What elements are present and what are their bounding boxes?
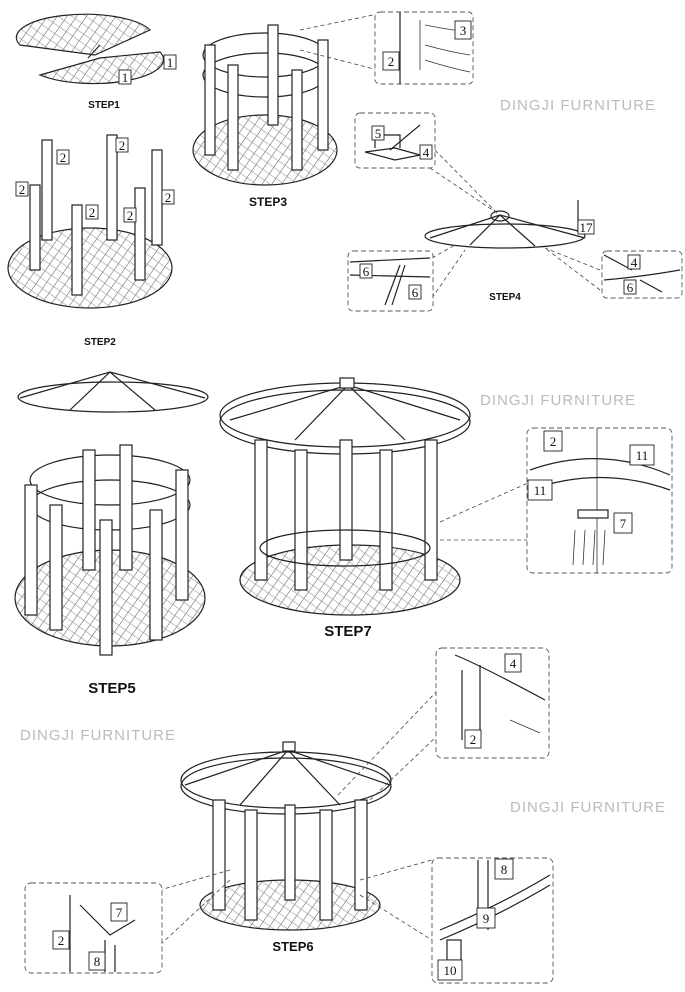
part-label-4: 4 [627, 254, 641, 270]
svg-text:5: 5 [375, 126, 382, 141]
part-label-8: 8 [88, 951, 106, 971]
part-label-2: 2 [382, 51, 400, 71]
step6-detail-left: 7 2 8 [24, 882, 163, 974]
svg-text:2: 2 [388, 54, 395, 69]
step4-title: STEP4 [489, 292, 521, 303]
part-label-1: 1 [118, 69, 132, 85]
step6-detail-top: 4 2 [435, 647, 550, 759]
step1-floor-halves: 1 1 STEP1 [15, 13, 177, 111]
part-label-6: 6 [359, 263, 373, 279]
part-label-3: 3 [454, 20, 472, 40]
svg-text:4: 4 [423, 145, 430, 160]
step7-title: STEP7 [324, 623, 372, 640]
svg-text:2: 2 [60, 150, 67, 165]
part-label-7: 7 [613, 512, 633, 534]
part-label-17: 17 [577, 219, 595, 235]
part-label-4: 4 [504, 653, 522, 673]
svg-text:10: 10 [444, 963, 457, 978]
svg-text:7: 7 [116, 905, 123, 920]
svg-text:7: 7 [620, 516, 627, 531]
svg-text:2: 2 [19, 182, 26, 197]
part-label-2: 2 [543, 430, 563, 452]
svg-text:4: 4 [510, 656, 517, 671]
part-label-2: 2 [15, 181, 29, 197]
svg-text:2: 2 [58, 933, 65, 948]
step7-detail-box: 2 11 11 7 [526, 427, 673, 574]
svg-text:1: 1 [167, 55, 174, 70]
step6-detail-right: 8 9 10 [431, 857, 554, 984]
part-label-2: 2 [115, 137, 129, 153]
part-label-8: 8 [494, 858, 514, 880]
svg-text:11: 11 [636, 448, 649, 463]
part-label-9: 9 [476, 907, 496, 929]
part-label-2: 2 [56, 149, 70, 165]
part-label-5: 5 [371, 125, 385, 141]
svg-text:17: 17 [580, 220, 594, 235]
svg-text:6: 6 [363, 264, 370, 279]
watermark-text: DINGJI FURNITURE [500, 97, 656, 114]
step6-gazebo: STEP6 [180, 741, 392, 954]
svg-text:1: 1 [122, 70, 129, 85]
svg-text:8: 8 [501, 862, 508, 877]
step5-title: STEP5 [88, 680, 136, 697]
svg-text:11: 11 [534, 483, 547, 498]
part-label-2: 2 [123, 207, 137, 223]
step4-detail-left: 6 6 [347, 250, 434, 312]
step1-title: STEP1 [88, 100, 120, 111]
svg-text:3: 3 [460, 23, 467, 38]
step2-title: STEP2 [84, 337, 116, 348]
part-label-11: 11 [629, 444, 655, 466]
watermark-text: DINGJI FURNITURE [20, 727, 176, 744]
svg-text:2: 2 [119, 138, 126, 153]
part-label-6: 6 [408, 284, 422, 300]
svg-text:2: 2 [550, 434, 557, 449]
svg-text:6: 6 [627, 280, 634, 295]
step4-roof-frame: 17 STEP4 [424, 200, 595, 303]
svg-text:2: 2 [165, 190, 172, 205]
svg-text:4: 4 [631, 255, 638, 270]
step3-detail-box: 3 2 [374, 11, 474, 85]
svg-text:8: 8 [94, 954, 101, 969]
step5-roof-on-columns: STEP5 [14, 371, 209, 697]
svg-text:6: 6 [412, 285, 419, 300]
step4-detail-top: 5 4 [354, 112, 436, 169]
watermark-layer: DINGJI FURNITURE DINGJI FURNITURE DINGJI… [20, 97, 666, 816]
step7-benches: STEP7 [219, 377, 471, 640]
part-label-4: 4 [419, 144, 433, 160]
step3-title: STEP3 [249, 195, 287, 209]
part-label-2: 2 [85, 204, 99, 220]
step4-detail-right: 4 6 [601, 250, 683, 299]
step3-railings: STEP3 [192, 24, 338, 209]
watermark-text: DINGJI FURNITURE [510, 799, 666, 816]
part-label-6: 6 [623, 279, 637, 295]
part-label-11: 11 [527, 479, 553, 501]
part-label-7: 7 [110, 902, 128, 922]
svg-text:2: 2 [470, 732, 477, 747]
step2-columns-on-floor: 2 2 2 2 2 2 STEP2 [7, 134, 175, 348]
svg-text:9: 9 [483, 911, 490, 926]
svg-text:2: 2 [127, 208, 134, 223]
part-label-1b: 1 [163, 54, 177, 70]
part-label-2: 2 [52, 930, 70, 950]
part-label-2: 2 [464, 729, 482, 749]
part-label-2: 2 [161, 189, 175, 205]
watermark-text: DINGJI FURNITURE [480, 392, 636, 409]
part-label-10: 10 [437, 959, 463, 981]
step6-title: STEP6 [272, 939, 313, 954]
svg-text:2: 2 [89, 205, 96, 220]
